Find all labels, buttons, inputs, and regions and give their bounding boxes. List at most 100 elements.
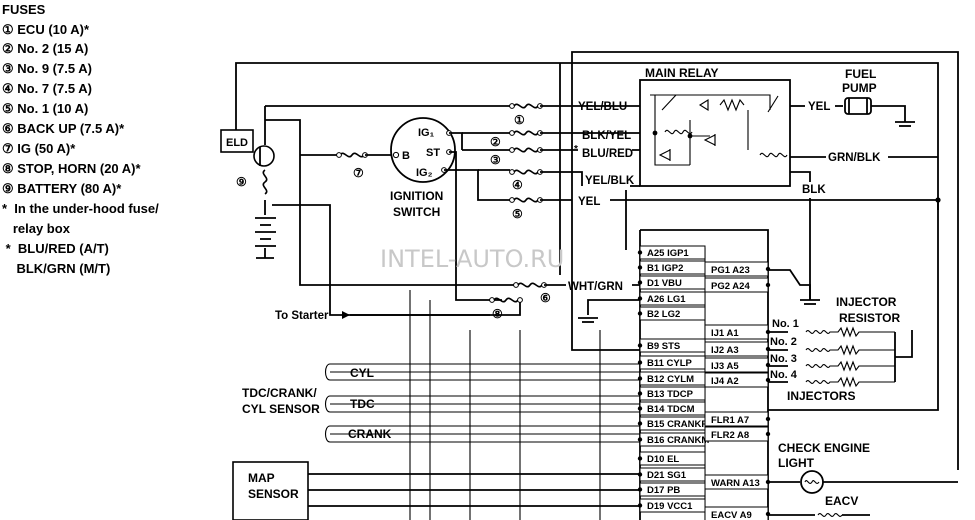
- ignition-switch-body: [390, 117, 456, 183]
- fuse-item-5: ⑤ No. 1 (10 A): [2, 101, 88, 116]
- fuse-1-pin-left: [509, 103, 515, 109]
- fuse-2-icon: [513, 130, 539, 136]
- wire-label-blk: BLK: [802, 184, 826, 196]
- st-wire: [449, 151, 502, 301]
- fuse-9-number: ⑨: [236, 175, 247, 189]
- pg-ground-wire: [768, 269, 811, 300]
- fuse-1-icon: [513, 103, 539, 109]
- injectors-label: INJECTORS: [787, 389, 855, 403]
- check-engine-filament-icon: [804, 480, 820, 484]
- injector-no-4: No. 4: [770, 369, 798, 381]
- fuse-2-number: ②: [490, 135, 501, 149]
- yel-node: [935, 197, 941, 203]
- relay-resistor-icon: [719, 98, 745, 112]
- ecu-left-pin-label: B1 IGP2: [647, 263, 683, 274]
- ecu-right-pin-label: IJ4 A2: [711, 376, 739, 387]
- fuse-4-pin-left: [509, 169, 515, 175]
- ecu-left-pin-label: B2 LG2: [647, 309, 680, 320]
- injector-row-1: [805, 326, 895, 338]
- fuse-7-icon: [339, 152, 365, 158]
- fuse-item-1: ① ECU (10 A)*: [2, 22, 90, 37]
- ecu-left-pin-label: D21 SG1: [647, 470, 687, 481]
- crank-wires: [330, 425, 640, 443]
- injector-resistor-label-bottom: RESISTOR: [839, 311, 900, 325]
- fuse-note-3: * BLU/RED (A/T): [2, 241, 109, 256]
- ecu-right-pin-label: PG2 A24: [711, 281, 750, 292]
- relay-coil-1-icon: [664, 129, 693, 135]
- map-sensor-section: MAP SENSOR: [232, 461, 640, 520]
- fuse-column: ① ② ③ ④ ⑤ ⑥ ⑧ YEL/BLU BLK/YEL BLU/RED: [489, 101, 938, 321]
- ecu-left-pin-label: B13 TDCP: [647, 389, 694, 400]
- cyl-sensor: CYL: [324, 363, 640, 381]
- eld-label: ELD: [226, 137, 248, 149]
- injector-no-1: No. 1: [772, 318, 799, 330]
- fuse-5-number: ⑤: [512, 207, 523, 221]
- frame-wires: [235, 51, 959, 470]
- fuse-3-number: ③: [490, 153, 501, 167]
- crank-sensor: CRANK: [324, 425, 640, 443]
- ecu-right-pin-label: FLR1 A7: [711, 415, 749, 426]
- eld-sensor-icon: [253, 145, 275, 167]
- ignition-label-top: IGNITION: [390, 189, 443, 203]
- fuse-8-pin-left: [489, 297, 495, 303]
- fuse-2-pin-left: [509, 130, 515, 136]
- fuse-6-number: ⑥: [540, 291, 551, 305]
- tdc-wires: [330, 395, 640, 413]
- fuse-note-1: * In the under-hood fuse/: [2, 201, 159, 216]
- ecu-left-pin-terminal: [637, 250, 643, 255]
- tdc-sensor-label-top: TDC/CRANK/: [242, 386, 317, 400]
- cyl-shield-icon: [324, 363, 331, 381]
- check-engine-label-top: CHECK ENGINE: [778, 441, 870, 455]
- ecu-left-pin-label: B11 CYLP: [647, 358, 693, 369]
- injector-no-3: No. 3: [770, 353, 797, 365]
- injector-no-2: No. 2: [770, 336, 797, 348]
- injector-row-3: [805, 360, 895, 372]
- cyl-wires: [330, 363, 640, 381]
- fuse-8-icon: [493, 297, 519, 303]
- tdc-sensor: TDC: [324, 395, 640, 413]
- fuel-pump-label-top: FUEL: [845, 67, 876, 81]
- injector-power-wire: [768, 200, 939, 411]
- eld-box: [220, 129, 254, 153]
- main-relay-box: [639, 79, 791, 187]
- fuse-item-6: ⑥ BACK UP (7.5 A)*: [2, 121, 125, 136]
- ecu-left-pin-label: D1 VBU: [647, 278, 682, 289]
- ig-b-label: B: [402, 150, 410, 162]
- ecu-left-pin-label: B12 CYLM: [647, 374, 694, 385]
- ecu-left-pin-terminal: [637, 265, 643, 270]
- ecu-right-pin-terminal: [765, 282, 771, 288]
- check-engine-section: CHECK ENGINE LIGHT EACV: [768, 441, 958, 517]
- ecu-left-pin-terminal: [637, 391, 643, 396]
- to-starter-wire: [350, 300, 521, 316]
- wire-label-yel-blk: YEL/BLK: [585, 175, 635, 187]
- fuse-8-pin-right: [517, 297, 523, 303]
- ecu-left-pin-terminal: [637, 406, 643, 411]
- fuse-8-number: ⑧: [492, 307, 503, 321]
- wht-grn-path-wire: [265, 119, 514, 286]
- injector-section: INJECTOR RESISTOR INJECTORS No. 1 No. 2 …: [768, 197, 941, 411]
- relay-diode-1-icon: [698, 99, 709, 111]
- relay-node-1: [652, 130, 658, 136]
- fuse-4-icon: [513, 169, 539, 175]
- yel-blk-wire: [540, 171, 583, 186]
- ecu-left-pin-label: B15 CRANKP: [647, 419, 708, 430]
- st-label: ST: [426, 147, 440, 159]
- ecu-left-pin-label: D10 EL: [647, 454, 679, 465]
- fuse-6-pin-left: [513, 282, 519, 288]
- ignition-label-bottom: SWITCH: [393, 205, 440, 219]
- ecu-left-pin-label: B9 STS: [647, 341, 680, 352]
- ig2-wire: [444, 169, 510, 201]
- ig-b-terminal: [392, 151, 400, 159]
- ecu-left-pin-terminal: [637, 456, 643, 461]
- injector-1-coil-icon: [805, 326, 895, 338]
- ig1-label: IG₁: [418, 127, 435, 139]
- ecu-right-pin-label: WARN A13: [711, 478, 760, 489]
- relay-contact-1-icon: [661, 94, 677, 111]
- lg-ground-wire: [587, 299, 640, 315]
- top-rail-wire: [235, 62, 939, 210]
- blk-relay-wire: [790, 171, 811, 182]
- ecu-left-pin-label: A25 IGP1: [647, 248, 689, 259]
- fuse-legend: FUSES ① ECU (10 A)* ② No. 2 (15 A) ③ No.…: [2, 2, 159, 276]
